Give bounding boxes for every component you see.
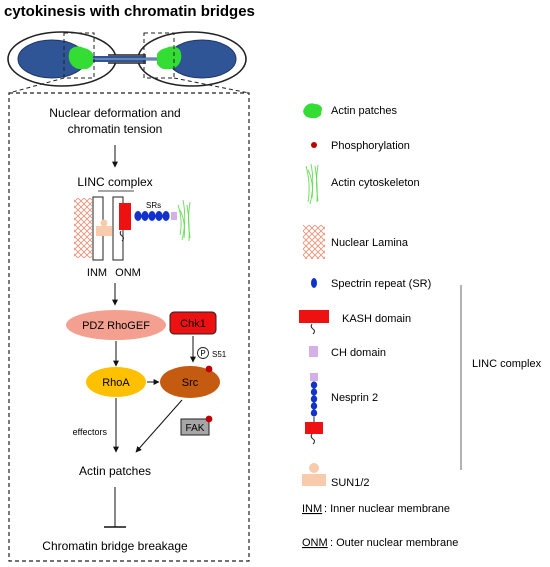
- fak-phospho-dot: [205, 415, 213, 423]
- linc-complex-drawing: [74, 196, 191, 261]
- fak-label: FAK: [186, 423, 205, 434]
- legend-sun12: SUN1/2: [331, 477, 370, 489]
- kash-domain-icon: [299, 310, 329, 323]
- srs-label: SRs: [146, 201, 161, 210]
- fak-node: [180, 418, 210, 436]
- ch-domain: [171, 212, 177, 220]
- legend-kash-domain: KASH domain: [342, 313, 411, 325]
- inm-label: INM: [87, 267, 107, 279]
- legend-actin-cytoskeleton: Actin cytoskeleton: [331, 177, 420, 189]
- linc-complex-label: LINC complex: [77, 175, 152, 189]
- chk1-label: Chk1: [180, 318, 206, 330]
- legend: Actin patches Phosphorylation Actin cyto…: [299, 103, 542, 549]
- legend-nesprin2: Nesprin 2: [331, 392, 378, 404]
- sun-icon: [302, 463, 326, 486]
- actin-patches-outcome: Actin patches: [79, 464, 151, 478]
- legend-inm-def: : Inner nuclear membrane: [324, 503, 450, 515]
- legend-phosphorylation: Phosphorylation: [331, 140, 410, 152]
- pdz-rhogef-label: PDZ RhoGEF: [82, 320, 150, 332]
- spectrin-repeat-icon: [311, 278, 317, 288]
- s51-label: S51: [212, 350, 227, 359]
- right-actin-patch: [157, 46, 182, 70]
- legend-actin-patches: Actin patches: [331, 105, 398, 117]
- left-zoom-box: [63, 32, 95, 79]
- left-actin-patch: [68, 46, 93, 70]
- src-label: Src: [182, 377, 199, 389]
- src-node: [160, 366, 220, 398]
- nuclear-lamina: [74, 198, 92, 258]
- src-phospho-dot: [205, 365, 213, 373]
- legend-linc-complex: LINC complex: [472, 358, 542, 370]
- chromatin-bridge-breakage: Chromatin bridge breakage: [42, 539, 188, 553]
- chk1-node: [169, 311, 217, 335]
- nuclear-lamina-icon: [303, 225, 325, 259]
- kash-domain: [119, 203, 131, 230]
- pdz-rhogef-node: [66, 310, 166, 340]
- legend-onm-abbr: ONM: [302, 537, 328, 549]
- sun-head: [100, 219, 108, 227]
- actin-cytoskeleton-icon: [305, 163, 319, 205]
- dividing-cells-illustration: [7, 31, 247, 87]
- legend-nuclear-lamina: Nuclear Lamina: [331, 237, 409, 249]
- actin-patch-icon: [303, 103, 322, 119]
- onm-label: ONM: [115, 267, 141, 279]
- right-zoom-box: [143, 32, 175, 79]
- legend-onm-def: : Outer nuclear membrane: [330, 537, 458, 549]
- legend-ch-domain: CH domain: [331, 347, 386, 359]
- effectors-label: effectors: [73, 427, 108, 437]
- spectrin-repeats: [134, 211, 170, 221]
- rhoa-node: [86, 367, 146, 397]
- nesprin2-icon: [305, 373, 323, 445]
- phospho-p-label: P: [200, 349, 205, 358]
- legend-inm-abbr: INM: [302, 503, 322, 515]
- diagram-title: cytokinesis with chromatin bridges: [4, 3, 255, 20]
- phosphorylation-dot-icon: [311, 142, 317, 148]
- sun-body: [96, 226, 112, 236]
- rhoa-label: RhoA: [102, 377, 130, 389]
- actin-cytoskeleton: [177, 199, 191, 242]
- legend-spectrin-repeat: Spectrin repeat (SR): [331, 278, 431, 290]
- step-chromatin-tension: chromatin tension: [68, 122, 163, 136]
- step-nuclear-deformation: Nuclear deformation and: [49, 106, 180, 120]
- phospho-p-badge: [197, 347, 209, 359]
- pathway-frame: [8, 92, 250, 562]
- ch-domain-icon: [309, 346, 318, 357]
